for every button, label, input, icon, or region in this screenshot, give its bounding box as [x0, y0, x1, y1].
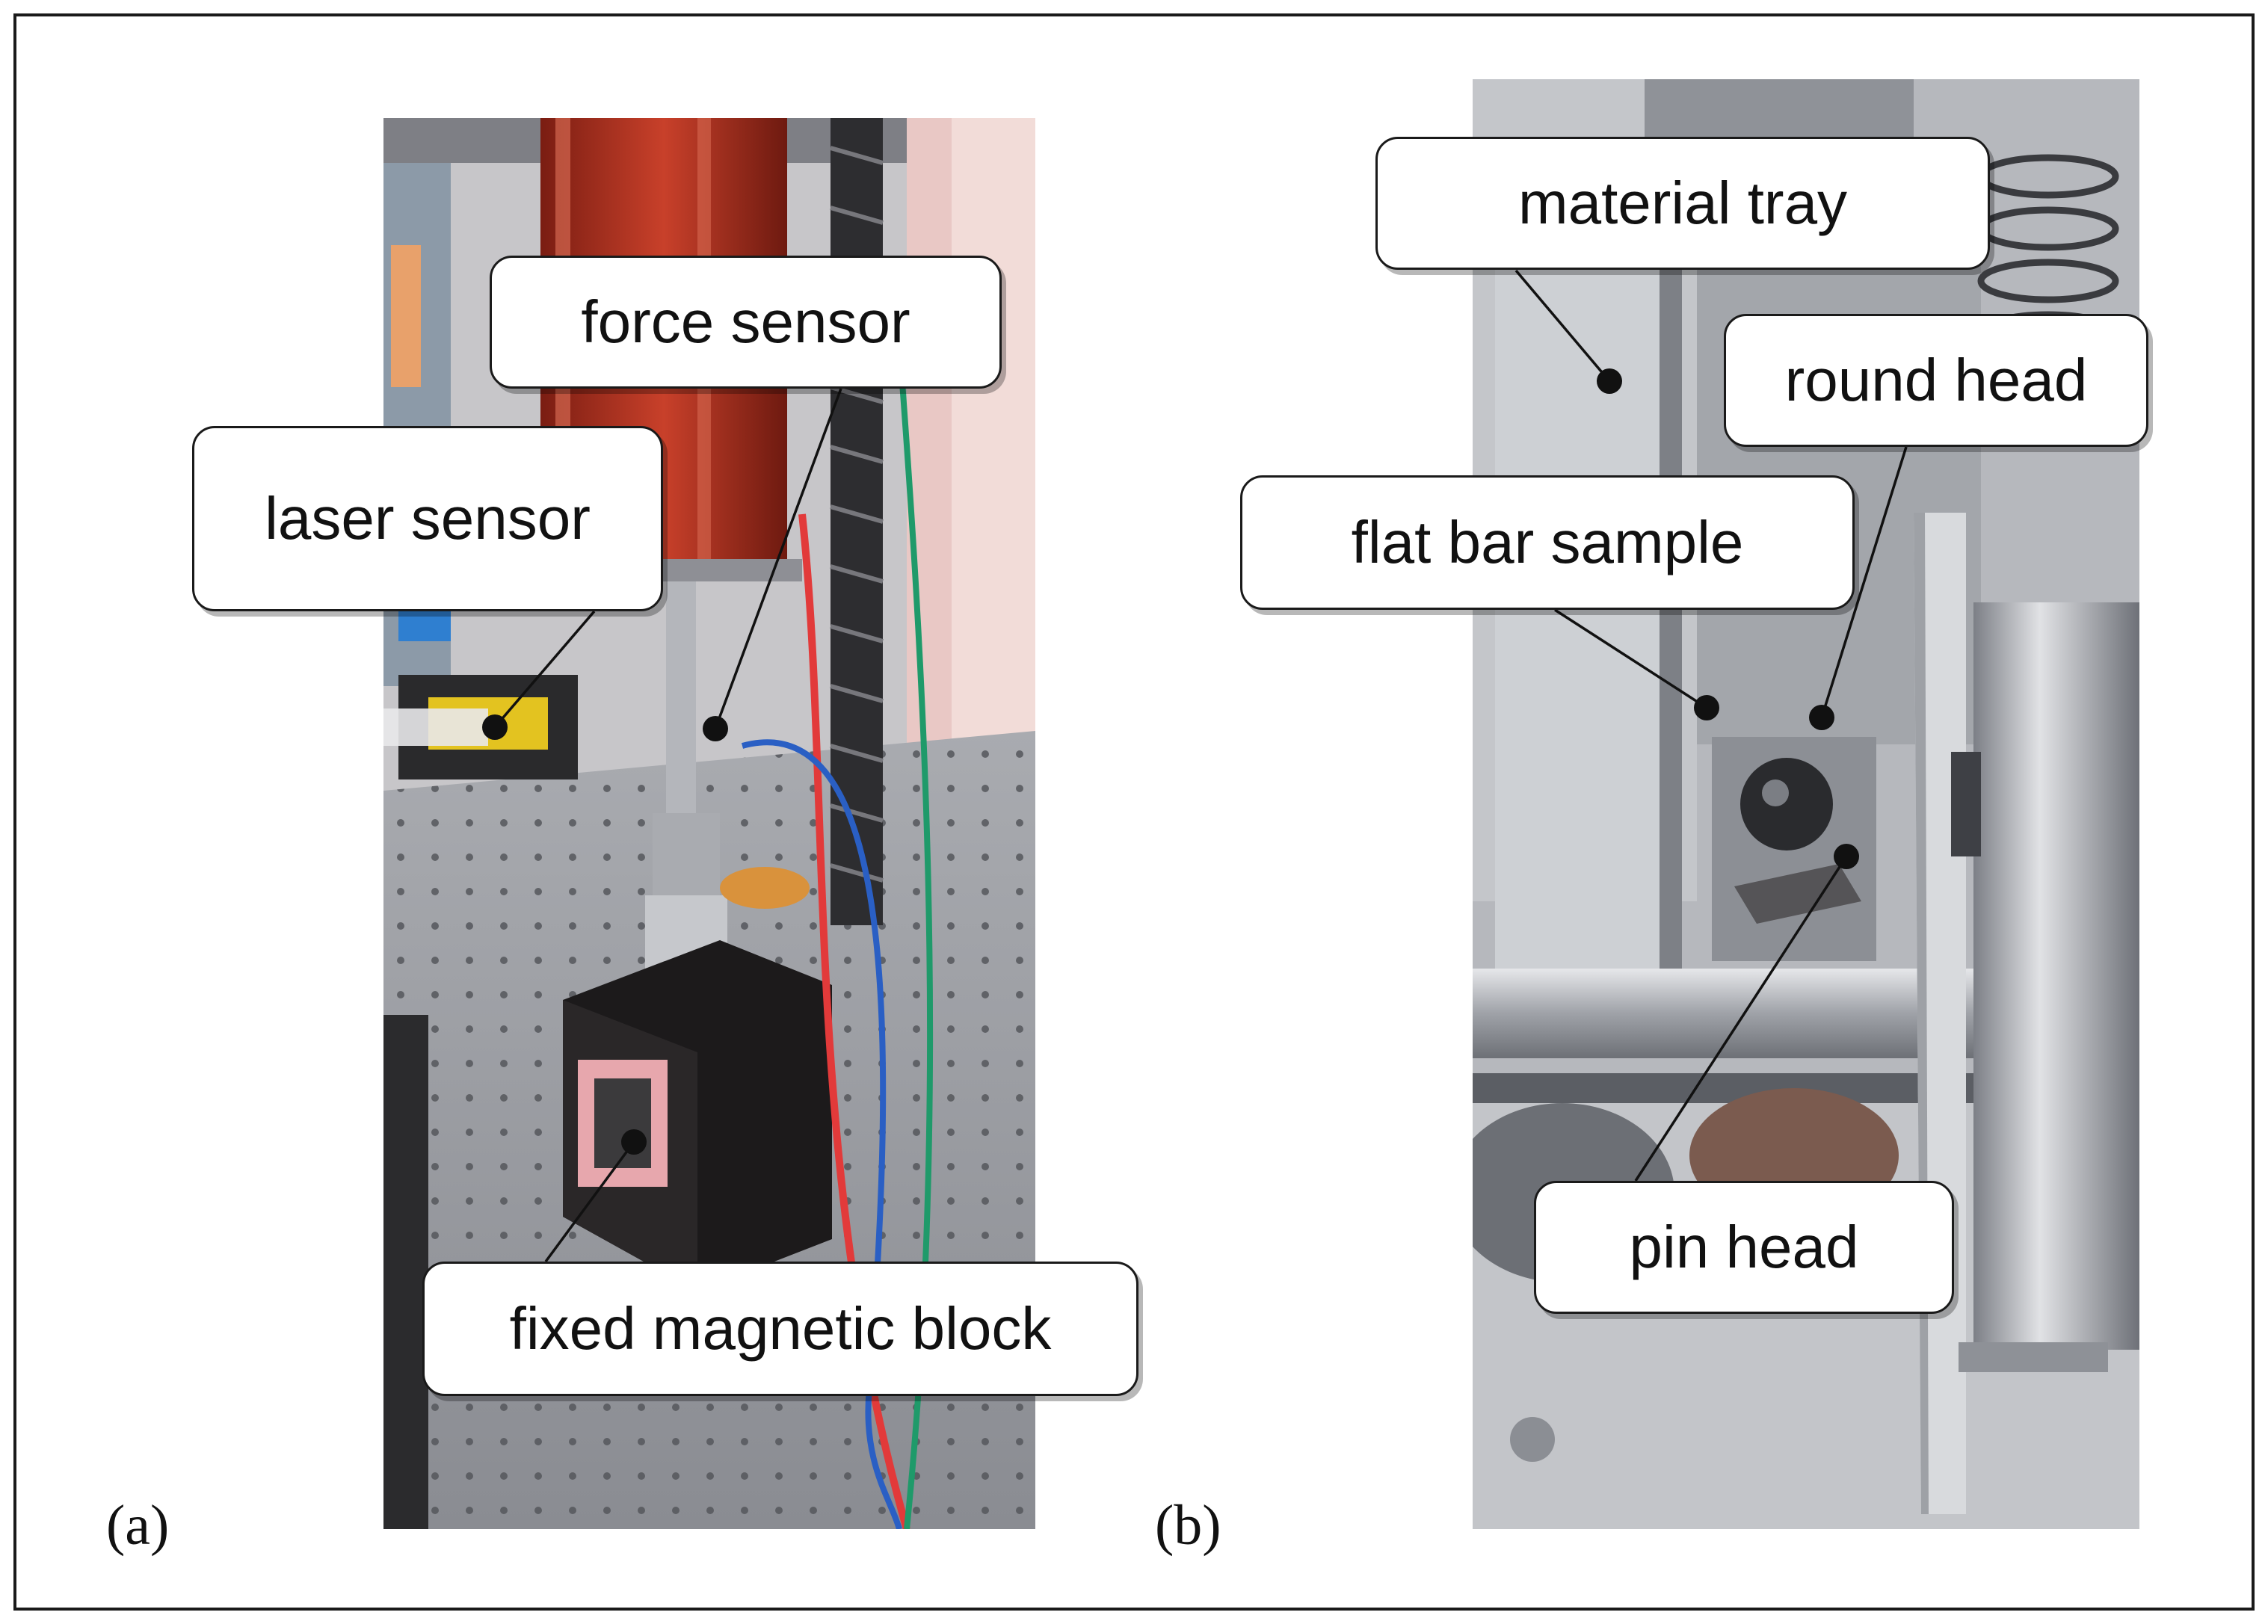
force-sensor-label: force sensor — [490, 256, 1002, 389]
panel-label-b: (b) — [1155, 1494, 1221, 1557]
material-tray-label: material tray — [1375, 137, 1990, 270]
panel-label-a: (a) — [106, 1494, 170, 1557]
pin-head-label: pin head — [1534, 1181, 1954, 1314]
round-head-label: round head — [1724, 314, 2148, 447]
laser-sensor-label: laser sensor — [192, 426, 663, 611]
flat-bar-sample-label: flat bar sample — [1240, 475, 1855, 610]
fixed-magnetic-block-label: fixed magnetic block — [422, 1262, 1138, 1396]
